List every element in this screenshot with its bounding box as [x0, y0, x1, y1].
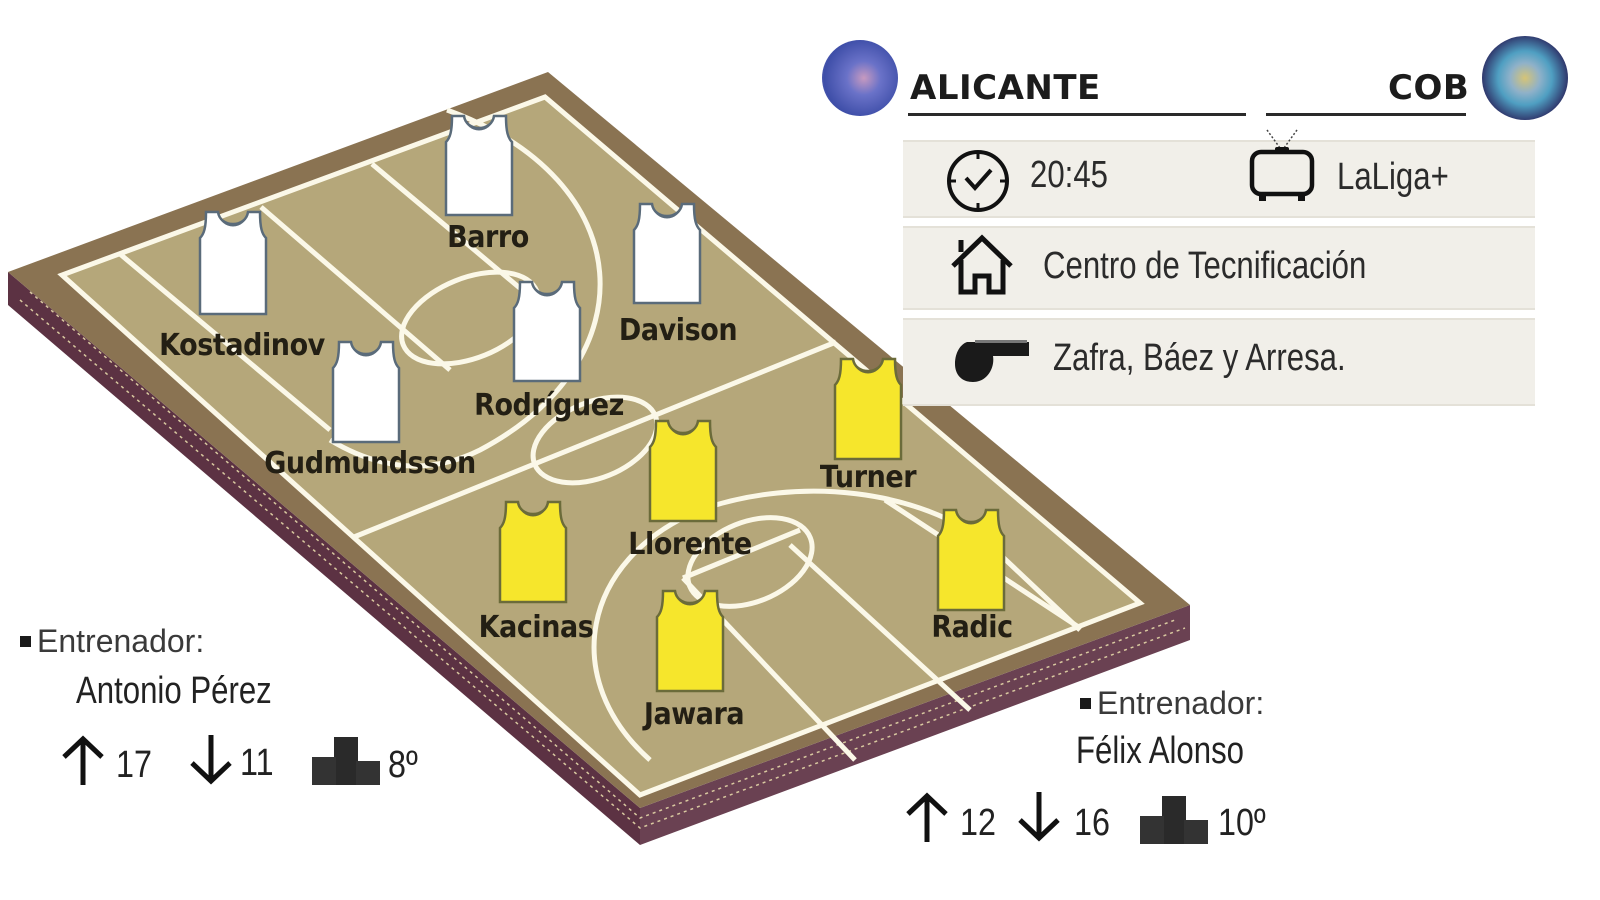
home-team-underline — [908, 113, 1246, 116]
arrow-down-icon — [188, 733, 234, 785]
away-league-position: 10º — [1218, 802, 1266, 844]
tv-icon — [1247, 128, 1317, 208]
venue: Centro de Tecnificación — [1043, 245, 1367, 287]
info-row-schedule: 20:45 LaLiga+ — [903, 129, 1535, 218]
jersey-icon — [198, 210, 268, 316]
bullet-square-icon — [1080, 698, 1091, 710]
coach-label-text: Entrenador: — [1097, 685, 1265, 721]
jersey-icon — [632, 202, 702, 305]
home-league-position: 8º — [388, 744, 418, 786]
home-coach-name: Antonio Pérez — [76, 670, 272, 712]
arrow-up-icon — [904, 792, 950, 844]
jersey-icon — [833, 357, 903, 461]
jersey-icon — [648, 419, 718, 523]
jersey-icon — [498, 500, 568, 604]
player-name: Kostadinov — [159, 328, 325, 363]
away-losses: 16 — [1074, 802, 1110, 844]
player-name: Kacinas — [478, 610, 594, 645]
coach-label: Entrenador: — [20, 623, 204, 660]
away-coach-name: Félix Alonso — [1076, 730, 1245, 772]
player-name: Barro — [447, 220, 529, 255]
arrow-down-icon — [1016, 790, 1062, 842]
jersey-icon — [444, 114, 514, 217]
home-wins: 17 — [116, 744, 152, 786]
referees: Zafra, Báez y Arresa. — [1053, 337, 1346, 379]
player-name: Gudmundsson — [264, 446, 476, 481]
home-team-name: ALICANTE — [910, 68, 1101, 108]
whistle-icon — [953, 338, 1033, 386]
broadcaster: LaLiga+ — [1337, 156, 1449, 198]
player-name: Davison — [618, 313, 738, 348]
jersey-icon — [512, 280, 582, 383]
player-name: Jawara — [643, 697, 745, 732]
player-name: Turner — [819, 460, 917, 495]
away-team-underline — [1266, 113, 1466, 116]
clock-icon — [945, 148, 1011, 214]
jersey-icon — [936, 508, 1006, 612]
away-team-name: COB — [1388, 68, 1470, 108]
match-time: 20:45 — [1030, 154, 1108, 196]
court-side-right — [640, 605, 1190, 845]
home-losses: 11 — [240, 742, 274, 784]
arrow-up-icon — [60, 735, 106, 787]
coach-label-text: Entrenador: — [37, 623, 205, 659]
player-name: Llorente — [628, 527, 752, 562]
away-team-logo — [1482, 36, 1568, 120]
away-wins: 12 — [960, 802, 996, 844]
jersey-icon — [331, 340, 401, 444]
bullet-square-icon — [20, 636, 31, 648]
home-icon — [949, 232, 1015, 298]
info-row-referees: Zafra, Báez y Arresa. — [903, 318, 1535, 406]
info-row-venue: Centro de Tecnificación — [903, 226, 1535, 310]
podium-icon — [1140, 794, 1208, 844]
podium-icon — [312, 735, 380, 785]
coach-label: Entrenador: — [1080, 685, 1264, 722]
home-team-logo — [822, 40, 898, 116]
jersey-icon — [655, 589, 725, 693]
player-name: Rodríguez — [474, 388, 624, 423]
player-name: Radic — [931, 610, 1013, 645]
